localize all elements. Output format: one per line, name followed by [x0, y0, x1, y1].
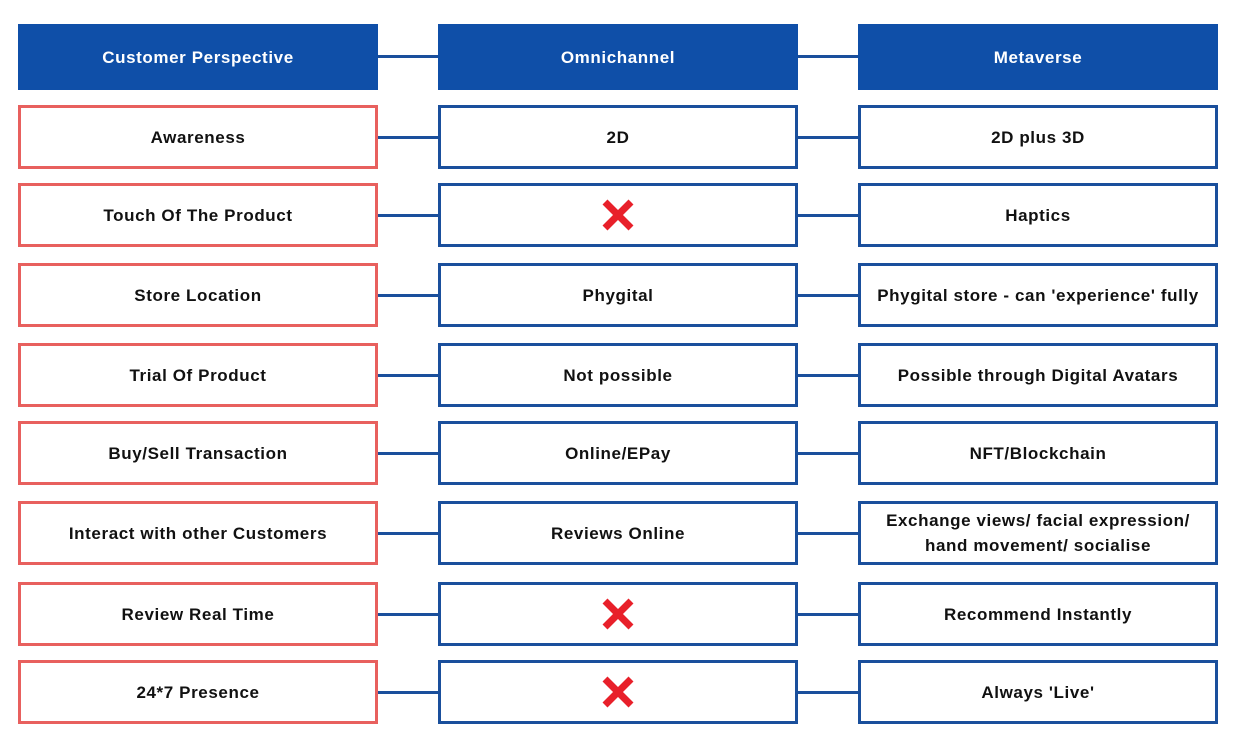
row-connector-right: [798, 214, 858, 217]
omnichannel-cell: [438, 660, 798, 724]
row-connector-right: [798, 532, 858, 535]
customer-cell: Awareness: [18, 105, 378, 169]
omnichannel-cell: Reviews Online: [438, 501, 798, 565]
cross-icon: [602, 676, 634, 708]
customer-cell: 24*7 Presence: [18, 660, 378, 724]
cross-icon: [602, 598, 634, 630]
metaverse-cell: Exchange views/ facial expression/ hand …: [858, 501, 1218, 565]
header-metaverse: Metaverse: [858, 24, 1218, 90]
customer-cell: Interact with other Customers: [18, 501, 378, 565]
row-connector-left: [378, 214, 438, 217]
header-customer-perspective: Customer Perspective: [18, 24, 378, 90]
metaverse-cell: Haptics: [858, 183, 1218, 247]
metaverse-cell: Possible through Digital Avatars: [858, 343, 1218, 407]
omnichannel-cell: Not possible: [438, 343, 798, 407]
row-connector-left: [378, 294, 438, 297]
header-omnichannel: Omnichannel: [438, 24, 798, 90]
row-connector-right: [798, 294, 858, 297]
omnichannel-cell: [438, 183, 798, 247]
header-connector-1: [378, 55, 438, 58]
row-connector-right: [798, 136, 858, 139]
customer-cell: Buy/Sell Transaction: [18, 421, 378, 485]
metaverse-cell: NFT/Blockchain: [858, 421, 1218, 485]
row-connector-left: [378, 691, 438, 694]
omnichannel-cell: [438, 582, 798, 646]
row-connector-right: [798, 613, 858, 616]
customer-cell: Trial Of Product: [18, 343, 378, 407]
row-connector-left: [378, 136, 438, 139]
omnichannel-cell: Online/EPay: [438, 421, 798, 485]
row-connector-right: [798, 452, 858, 455]
customer-cell: Touch Of The Product: [18, 183, 378, 247]
metaverse-cell: Recommend Instantly: [858, 582, 1218, 646]
row-connector-left: [378, 374, 438, 377]
row-connector-right: [798, 691, 858, 694]
row-connector-right: [798, 374, 858, 377]
omnichannel-cell: Phygital: [438, 263, 798, 327]
row-connector-left: [378, 452, 438, 455]
customer-cell: Review Real Time: [18, 582, 378, 646]
metaverse-cell: 2D plus 3D: [858, 105, 1218, 169]
customer-cell: Store Location: [18, 263, 378, 327]
metaverse-cell: Always 'Live': [858, 660, 1218, 724]
header-connector-2: [798, 55, 858, 58]
row-connector-left: [378, 532, 438, 535]
cross-icon: [602, 199, 634, 231]
metaverse-cell: Phygital store - can 'experience' fully: [858, 263, 1218, 327]
row-connector-left: [378, 613, 438, 616]
omnichannel-cell: 2D: [438, 105, 798, 169]
